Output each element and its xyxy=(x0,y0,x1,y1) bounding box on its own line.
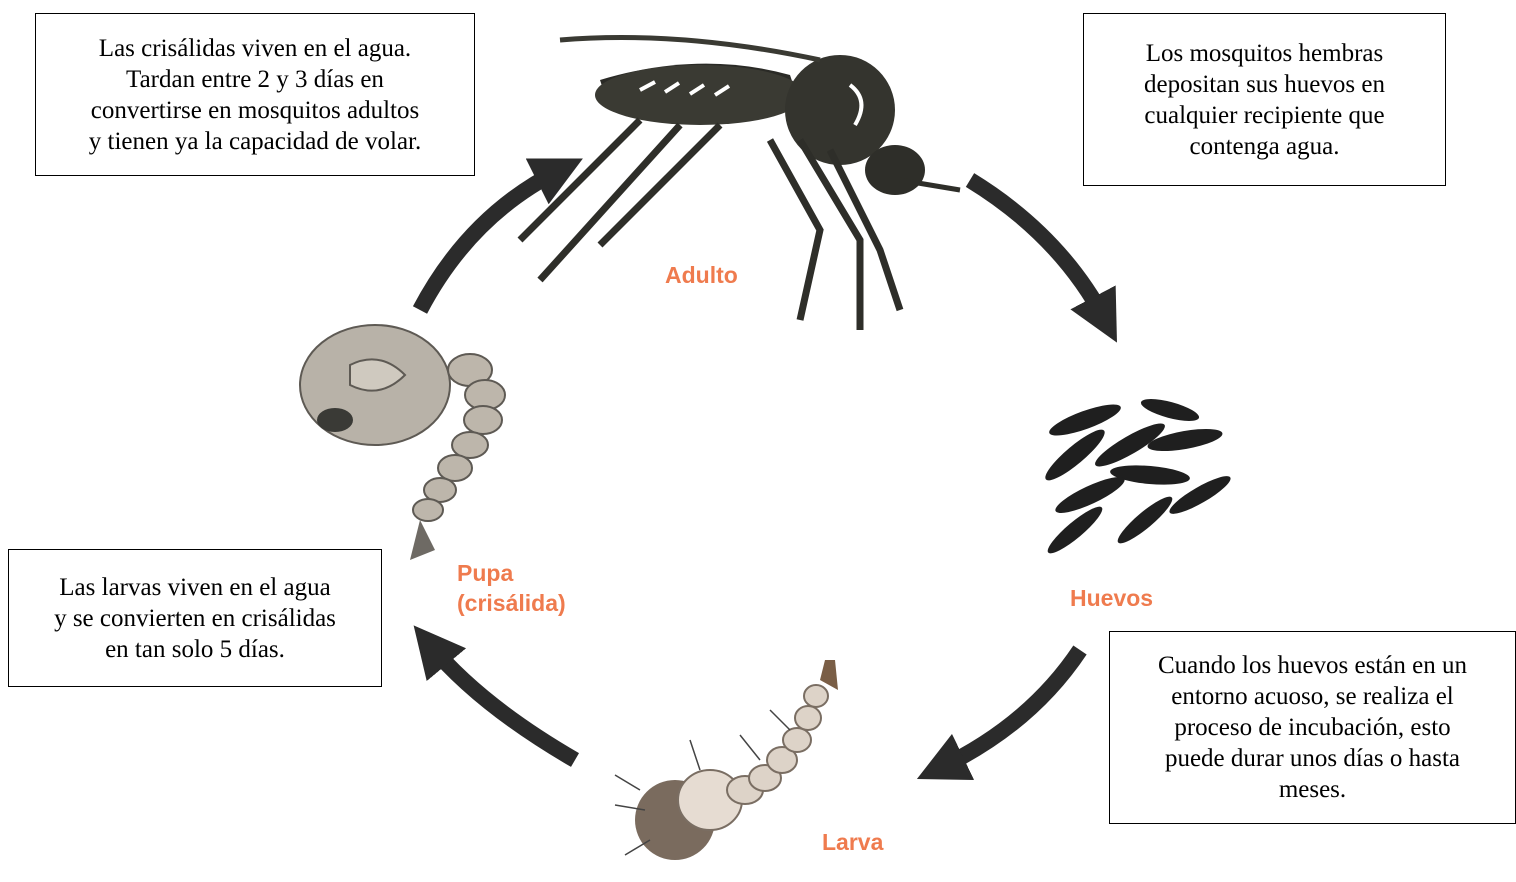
eggs-illustration xyxy=(1040,395,1234,559)
arrow-larva-to-pupa xyxy=(430,645,575,760)
arrow-pupa-to-adult xyxy=(420,170,560,310)
arrow-eggs-to-larva xyxy=(940,650,1080,768)
stage-label-eggs: Huevos xyxy=(1070,583,1153,613)
pupa-illustration xyxy=(300,325,505,560)
stage-label-adult: Adulto xyxy=(665,260,738,290)
stage-label-pupa: Pupa (crisálida) xyxy=(457,558,566,618)
larva-description-box: Las larvas viven en el agua y se convier… xyxy=(8,549,382,687)
pupa-description-box: Las crisálidas viven en el agua. Tardan … xyxy=(35,13,475,176)
stage-label-larva: Larva xyxy=(822,827,883,857)
egg-description-box: Cuando los huevos están en un entorno ac… xyxy=(1109,631,1516,824)
adult-mosquito-illustration xyxy=(520,38,960,331)
arrow-adult-to-eggs xyxy=(970,180,1105,320)
larva-illustration xyxy=(615,660,838,860)
adult-description-box: Los mosquitos hembras depositan sus huev… xyxy=(1083,13,1446,186)
